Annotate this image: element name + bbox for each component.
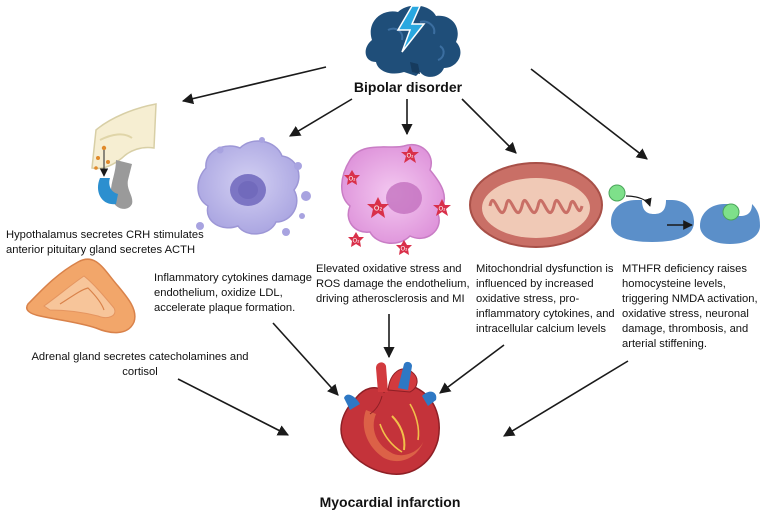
hpa-axis-label: Hypothalamus secretes CRH stimulates ant…	[6, 229, 204, 256]
inflammatory-cytokines-label: Inflammatory cytokines damage endotheliu…	[154, 272, 312, 314]
adrenal-gland-label: Adrenal gland secretes catecholamines an…	[31, 351, 249, 378]
arrow-bipolar-to-inflammation	[289, 98, 353, 137]
mitochondrial-dysfunction-label: Mitochondrial dysfunction is influenced …	[476, 263, 615, 335]
oxidative-stress-label: Elevated oxidative stress and ROS damage…	[316, 263, 470, 305]
arrow-mthfr-to-mi	[503, 360, 629, 437]
ros-label: O₂	[374, 205, 383, 213]
mitochondrion-icon	[469, 162, 603, 248]
ros-cell-icon	[341, 143, 446, 244]
bipolar-disorder-title: Bipolar disorder	[353, 79, 463, 95]
arrow-bipolar-to-mitochondria	[461, 98, 517, 154]
heart-icon	[340, 361, 440, 475]
ros-star: O₂	[433, 199, 451, 216]
ros-label: O₂	[406, 153, 414, 160]
ros-label: O₂	[438, 206, 446, 213]
arrow-mitochondria-to-mi	[439, 344, 505, 394]
ros-star: O₂	[344, 170, 360, 185]
mthfr-deficiency-label: MTHFR deficiency raises homocysteine lev…	[622, 263, 758, 350]
arrows-to-mi	[177, 314, 629, 437]
arrows-from-bipolar	[181, 66, 648, 160]
macrophage-icon	[196, 137, 311, 236]
mthfr-receptor-icon	[608, 184, 760, 244]
arrow-adrenal-to-mi	[177, 378, 289, 436]
arrow-inflammation-to-mi	[272, 322, 339, 396]
ros-star: O₂	[401, 146, 419, 163]
arrow-bipolar-to-hpa	[181, 66, 327, 105]
ros-stars: O₂ O₂ O₂ O₂ O₂ O₂	[344, 146, 451, 255]
ros-star: O₂	[348, 232, 364, 247]
ros-label: O₂	[400, 246, 408, 253]
ros-star: O₂	[367, 197, 389, 218]
arrow-bipolar-to-mthfr	[530, 68, 648, 160]
hypothalamus-pituitary-icon	[91, 103, 157, 209]
lightning-icon	[396, 5, 426, 53]
myocardial-infarction-title: Myocardial infarction	[319, 494, 461, 510]
ros-star: O₂	[396, 240, 412, 255]
ros-label: O₂	[348, 176, 356, 183]
ros-label: O₂	[352, 238, 360, 245]
adrenal-gland-icon	[26, 258, 136, 334]
